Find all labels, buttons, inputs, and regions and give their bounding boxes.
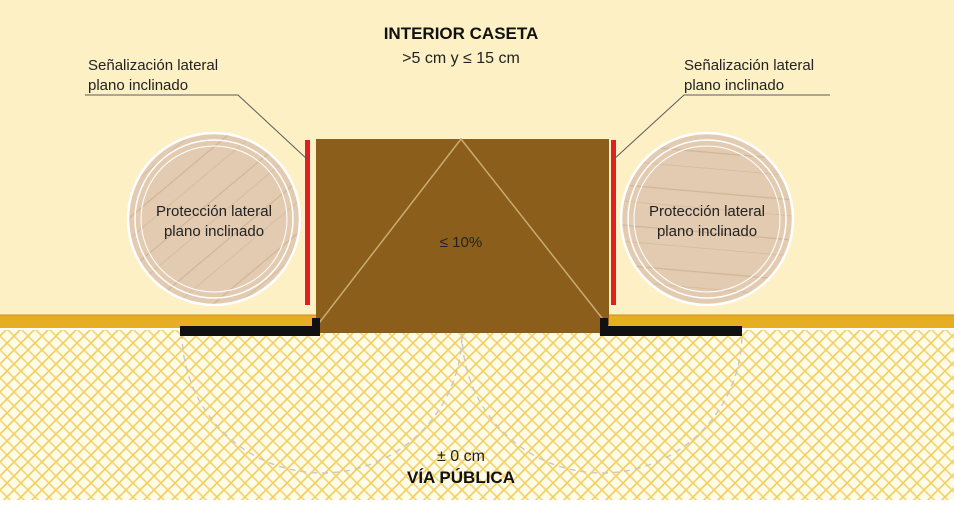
ramp-slope-lines	[315, 137, 610, 328]
street-level-label: ± 0 cm	[437, 448, 485, 465]
street-label: VÍA PÚBLICA	[407, 468, 515, 487]
swing-arc-left	[181, 332, 463, 474]
protection-label-right-line2: plano inclinado	[657, 223, 757, 240]
base-plate-right	[600, 318, 742, 336]
swing-arc-right	[461, 332, 743, 474]
signal-label-left-line2: plano inclinado	[88, 77, 188, 94]
protection-label-left-line2: plano inclinado	[164, 223, 264, 240]
signal-bar-left	[305, 140, 310, 305]
signal-label-left-line1: Señalización lateral	[88, 57, 218, 74]
protection-wheel-right	[619, 131, 795, 307]
slope-label: ≤ 10%	[440, 234, 482, 251]
protection-label-left-line1: Protección lateral	[156, 203, 272, 220]
street-pavement	[0, 330, 954, 500]
signal-bar-right	[611, 140, 616, 305]
protection-label-right-line1: Protección lateral	[649, 203, 765, 220]
curb-left	[0, 315, 316, 328]
signal-label-right-line2: plano inclinado	[684, 77, 784, 94]
diagram-title: INTERIOR CASETA	[384, 24, 539, 43]
signal-label-right-line1: Señalización lateral	[684, 57, 814, 74]
protection-wheel-left	[126, 131, 302, 307]
height-range-label: >5 cm y ≤ 15 cm	[402, 50, 520, 67]
leader-line-left	[85, 94, 309, 161]
ramp-body	[316, 139, 609, 333]
curb-right	[608, 315, 954, 328]
base-plate-left	[180, 318, 320, 336]
leader-line-right	[612, 94, 830, 161]
